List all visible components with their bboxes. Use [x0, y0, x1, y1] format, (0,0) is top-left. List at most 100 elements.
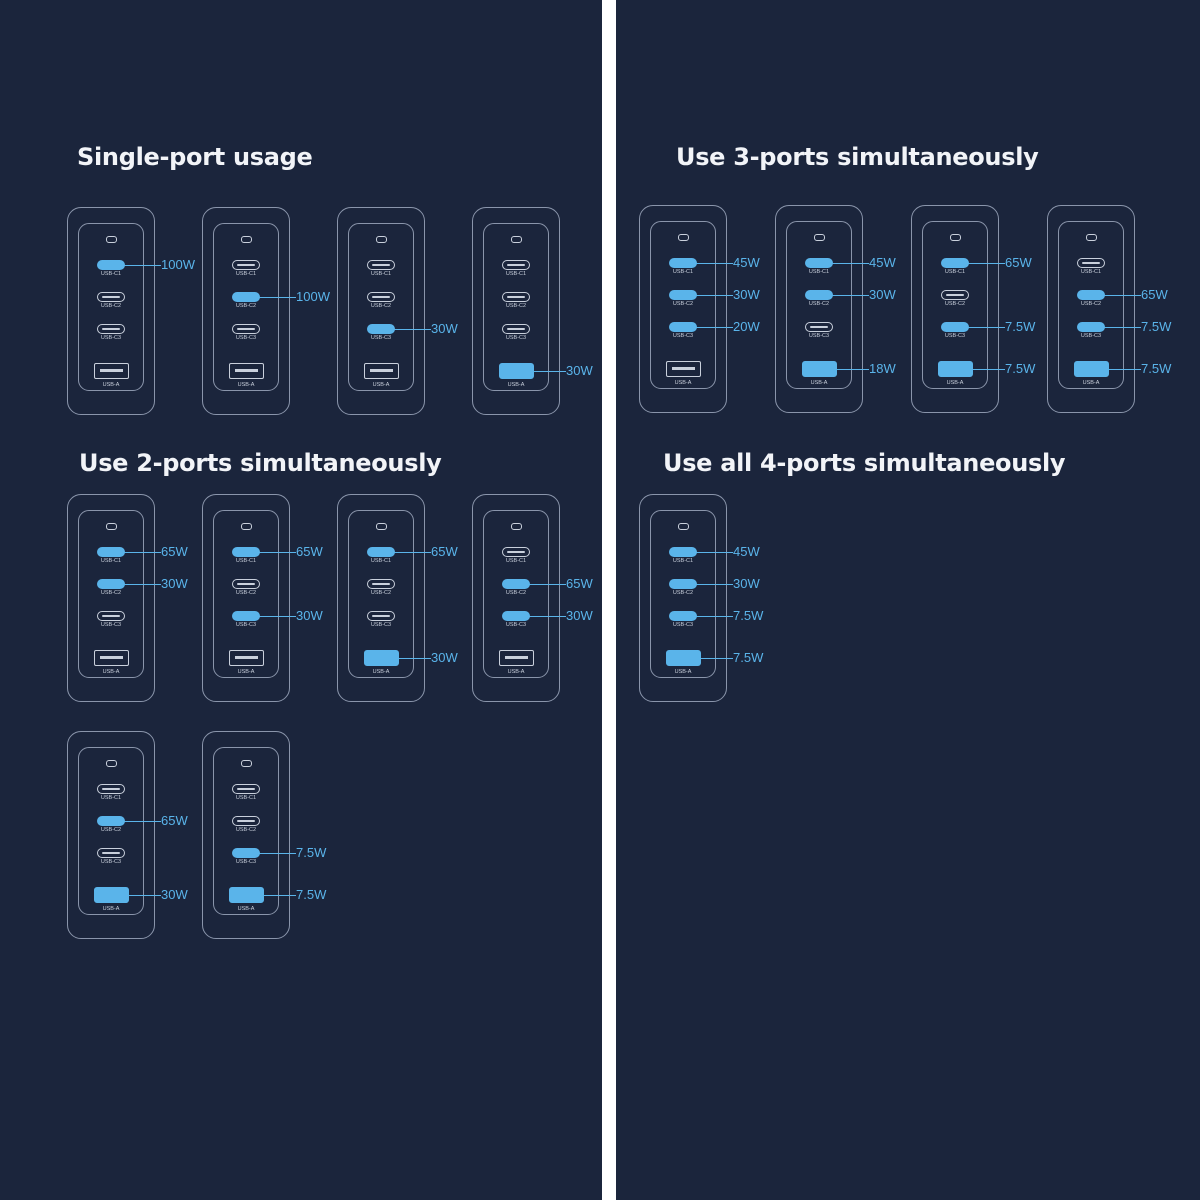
power-value-c2: 30W: [869, 287, 896, 302]
leader-line: [123, 265, 161, 266]
usb-c3-port-label: USB-C3: [1080, 333, 1102, 339]
usb-c1-port-icon: [941, 258, 969, 268]
usb-c2-port-icon: [669, 290, 697, 300]
indicator-light: [1086, 234, 1097, 241]
usb-c2-port-label: USB-C2: [235, 590, 257, 596]
indicator-light: [241, 523, 252, 530]
leader-line: [695, 263, 733, 264]
charger-outline: [639, 205, 727, 413]
usb-c3-port-icon: [669, 322, 697, 332]
usb-c1-port-icon: [232, 260, 260, 270]
usb-a-port-label: USB-A: [1082, 380, 1100, 386]
leader-line: [123, 584, 161, 585]
usb-c3-port-label: USB-C3: [505, 335, 527, 341]
power-value-c1: 65W: [161, 544, 188, 559]
usb-c2-port-label: USB-C2: [1080, 301, 1102, 307]
usb-a-port-label: USB-A: [372, 669, 390, 675]
usb-c3-port-icon: [669, 611, 697, 621]
usb-c1-port-label: USB-C1: [672, 269, 694, 275]
usb-c2-port-label: USB-C2: [672, 301, 694, 307]
usb-c3-port-label: USB-C3: [235, 859, 257, 865]
usb-c3-port-icon: [232, 324, 260, 334]
leader-line: [967, 263, 1005, 264]
indicator-light: [814, 234, 825, 241]
usb-c3-port-icon: [97, 611, 125, 621]
usb-c1-port-label: USB-C1: [944, 269, 966, 275]
usb-c1-port-icon: [97, 784, 125, 794]
usb-c3-port-icon: [232, 848, 260, 858]
usb-c1-port-icon: [97, 547, 125, 557]
indicator-light: [106, 760, 117, 767]
usb-c2-port-label: USB-C2: [100, 590, 122, 596]
charger-face: [213, 510, 279, 678]
section-title-two-ports: Use 2-ports simultaneously: [79, 449, 442, 477]
leader-line: [258, 616, 296, 617]
usb-a-port-icon: [94, 650, 129, 666]
power-value-c2: 30W: [161, 576, 188, 591]
usb-c2-port-icon: [232, 292, 260, 302]
usb-c3-port-label: USB-C3: [370, 335, 392, 341]
usb-c3-port-label: USB-C3: [505, 622, 527, 628]
usb-c3-port-icon: [502, 324, 530, 334]
usb-c3-port-label: USB-C3: [235, 335, 257, 341]
charger-face: [78, 223, 144, 391]
usb-c3-port-label: USB-C3: [808, 333, 830, 339]
usb-c1-port-label: USB-C1: [100, 795, 122, 801]
usb-c1-port-icon: [502, 547, 530, 557]
usb-c2-port-icon: [1077, 290, 1105, 300]
usb-a-port-icon: [229, 887, 264, 903]
charger-outline: [337, 494, 425, 702]
usb-a-port-icon: [499, 650, 534, 666]
power-value-a: 7.5W: [733, 650, 764, 665]
section-title-single-port: Single-port usage: [77, 143, 313, 171]
indicator-light: [678, 523, 689, 530]
usb-c1-port-icon: [669, 258, 697, 268]
section-title-four-ports: Use all 4-ports simultaneously: [663, 449, 1066, 477]
charger-face: [650, 221, 716, 389]
section-title-three-ports: Use 3-ports simultaneously: [676, 143, 1039, 171]
usb-c3-port-icon: [97, 848, 125, 858]
charger-face: [348, 223, 414, 391]
usb-c2-port-icon: [669, 579, 697, 589]
usb-c3-port-icon: [367, 611, 395, 621]
power-value-a: 18W: [869, 361, 896, 376]
usb-a-port-label: USB-A: [946, 380, 964, 386]
usb-c1-port-label: USB-C1: [808, 269, 830, 275]
charger-face: [650, 510, 716, 678]
usb-a-port-label: USB-A: [102, 382, 120, 388]
usb-a-port-icon: [802, 361, 837, 377]
usb-a-port-icon: [229, 650, 264, 666]
leader-line: [695, 584, 733, 585]
charger-outline: [202, 731, 290, 939]
usb-c3-port-label: USB-C3: [100, 335, 122, 341]
power-value-c1: 65W: [431, 544, 458, 559]
charger-outline: [1047, 205, 1135, 413]
leader-line: [263, 895, 296, 896]
usb-c2-port-icon: [941, 290, 969, 300]
usb-c2-port-label: USB-C2: [370, 303, 392, 309]
leader-line: [695, 616, 733, 617]
leader-line: [967, 327, 1005, 328]
usb-c1-port-icon: [669, 547, 697, 557]
usb-c2-port-label: USB-C2: [505, 590, 527, 596]
charger-face: [483, 510, 549, 678]
usb-c1-port-label: USB-C1: [370, 558, 392, 564]
usb-c1-port-label: USB-C1: [370, 271, 392, 277]
leader-line: [258, 853, 296, 854]
usb-c2-port-icon: [97, 816, 125, 826]
usb-c1-port-icon: [97, 260, 125, 270]
usb-a-port-icon: [94, 363, 129, 379]
power-value-c3: 7.5W: [296, 845, 327, 860]
power-value-c3: 20W: [733, 319, 760, 334]
usb-c1-port-label: USB-C1: [235, 795, 257, 801]
leader-line: [393, 329, 431, 330]
power-value-c2: 100W: [296, 289, 330, 304]
usb-c2-port-label: USB-C2: [505, 303, 527, 309]
usb-c1-port-icon: [367, 260, 395, 270]
power-value-c3: 7.5W: [1005, 319, 1036, 334]
power-value-c3: 7.5W: [1141, 319, 1172, 334]
